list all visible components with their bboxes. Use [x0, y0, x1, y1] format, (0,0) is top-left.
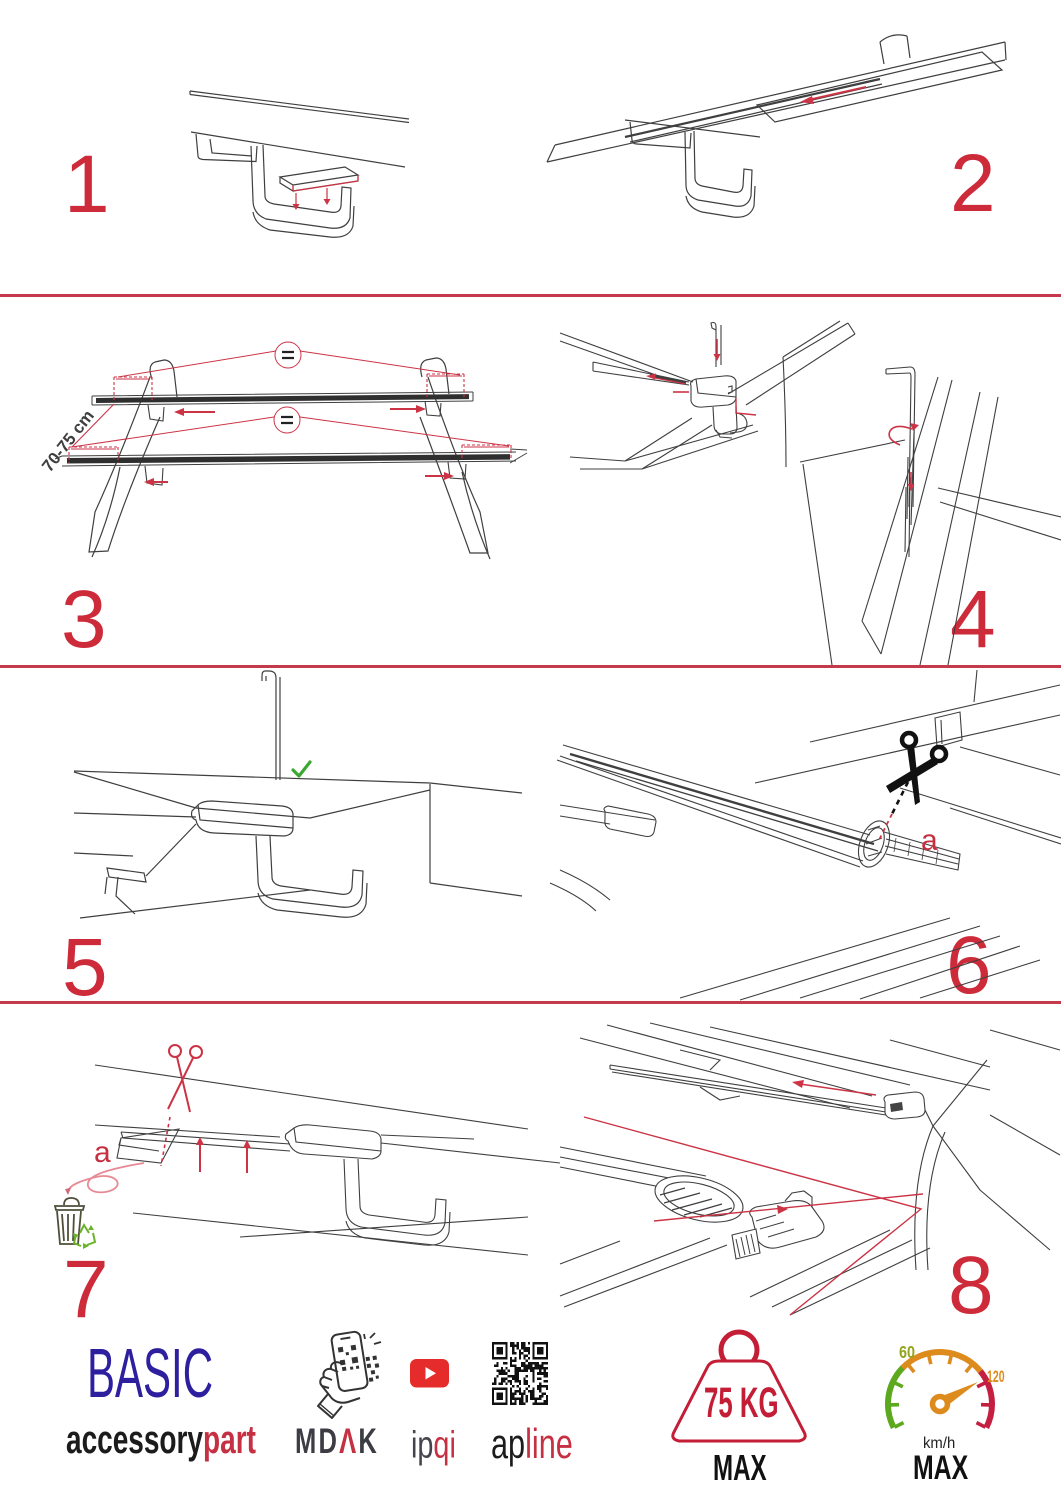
svg-text:a: a — [94, 1136, 111, 1169]
svg-text:120: 120 — [987, 1366, 1005, 1385]
svg-text:70-75 cm: 70-75 cm — [38, 406, 98, 475]
svg-text:km/h: km/h — [923, 1435, 955, 1453]
svg-text:75 KG: 75 KG — [704, 1378, 779, 1427]
svg-text:a: a — [921, 824, 938, 857]
svg-text:60: 60 — [899, 1343, 915, 1363]
svg-text:MAX: MAX — [713, 1448, 767, 1488]
svg-text:MAX: MAX — [913, 1449, 968, 1487]
